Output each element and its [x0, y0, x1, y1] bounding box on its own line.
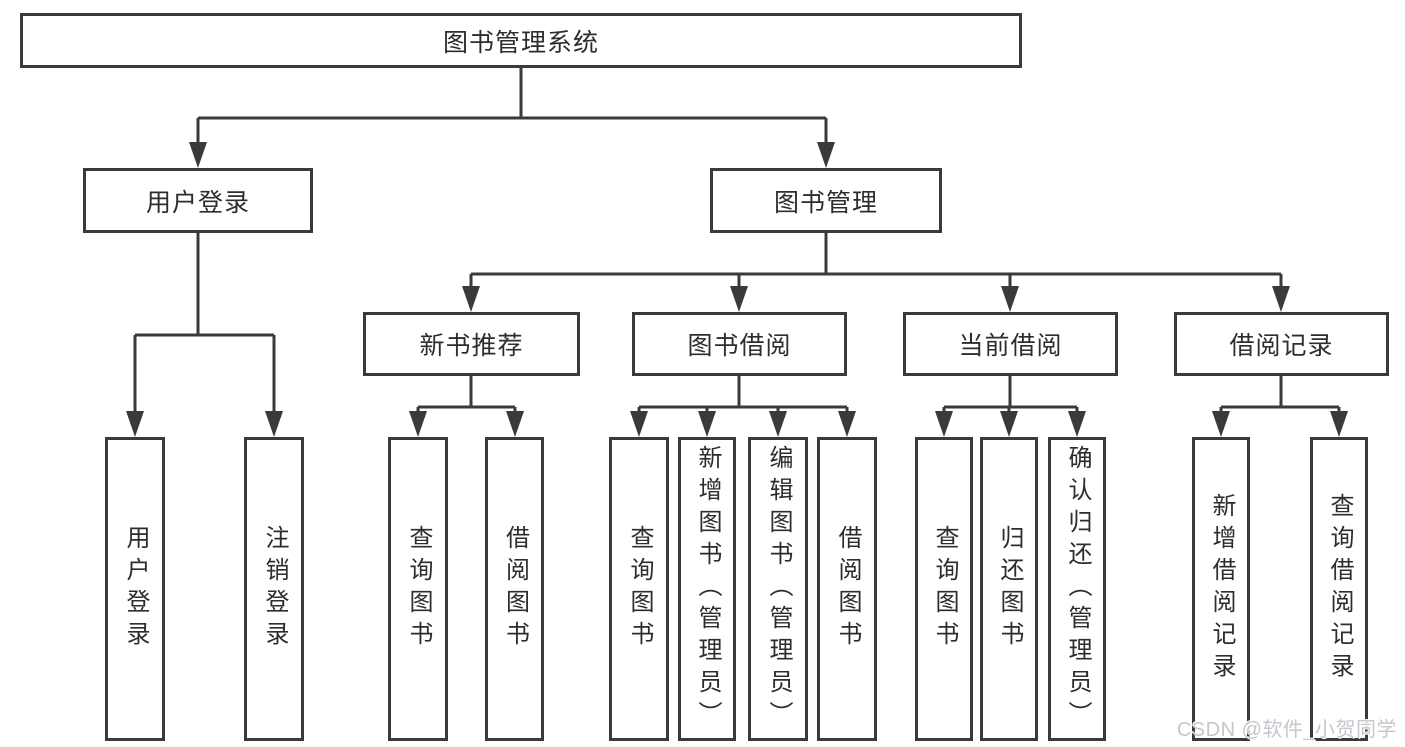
node-borrow-books-borrowing-label: 借阅图书: [834, 525, 861, 653]
node-query-books-borrowing: 查询图书: [609, 437, 669, 741]
node-edit-book-admin: 编辑图书（管理员）: [748, 437, 808, 741]
node-return-books: 归还图书: [980, 437, 1038, 741]
node-query-borrow-record: 查询借阅记录: [1310, 437, 1368, 741]
node-query-books-recommend-label: 查询图书: [405, 525, 432, 653]
node-book-management: 图书管理: [710, 168, 942, 233]
node-query-books-current-label: 查询图书: [931, 525, 958, 653]
node-user-login-action-label: 用户登录: [122, 525, 149, 653]
node-add-borrow-record: 新增借阅记录: [1192, 437, 1250, 741]
node-user-login-label: 用户登录: [145, 188, 250, 217]
connector-new-book-recommend-to-leaves: [409, 376, 524, 437]
connector-borrowing-records-to-leaves: [1212, 376, 1348, 437]
node-query-borrow-record-label: 查询借阅记录: [1326, 493, 1353, 685]
node-add-book-admin-label: 新增图书（管理员）: [694, 445, 721, 733]
node-edit-book-admin-label: 编辑图书（管理员）: [765, 445, 792, 733]
node-current-borrowing: 当前借阅: [903, 312, 1118, 376]
node-confirm-return-admin: 确认归还（管理员）: [1048, 437, 1106, 741]
node-borrowing-records-label: 借阅记录: [1229, 332, 1334, 360]
node-add-book-admin: 新增图书（管理员）: [678, 437, 736, 741]
connector-user-login-to-leaves: [126, 233, 283, 437]
connector-book-management-to-modules: [462, 233, 1290, 312]
csdn-watermark: CSDN @软件_小贺同学: [1176, 719, 1397, 741]
node-borrow-books-borrowing: 借阅图书: [817, 437, 877, 741]
node-book-borrowing: 图书借阅: [632, 312, 847, 376]
node-new-book-recommend-label: 新书推荐: [419, 332, 524, 360]
node-logout-action-label: 注销登录: [261, 525, 288, 653]
node-confirm-return-admin-label: 确认归还（管理员）: [1064, 445, 1091, 733]
node-user-login-action: 用户登录: [105, 437, 165, 741]
node-current-borrowing-label: 当前借阅: [958, 332, 1063, 360]
node-query-books-recommend: 查询图书: [388, 437, 448, 741]
connector-current-borrowing-to-leaves: [935, 376, 1086, 437]
connector-book-borrowing-to-leaves: [630, 376, 856, 437]
node-add-borrow-record-label: 新增借阅记录: [1208, 493, 1235, 685]
node-borrowing-records: 借阅记录: [1174, 312, 1389, 376]
node-new-book-recommend: 新书推荐: [363, 312, 580, 376]
node-query-books-borrowing-label: 查询图书: [626, 525, 653, 653]
node-query-books-current: 查询图书: [915, 437, 973, 741]
node-logout-action: 注销登录: [244, 437, 304, 741]
node-borrow-books-recommend: 借阅图书: [485, 437, 544, 741]
node-user-login: 用户登录: [83, 168, 313, 233]
node-book-borrowing-label: 图书借阅: [687, 332, 792, 360]
node-library-management-system: 图书管理系统: [20, 13, 1022, 68]
node-return-books-label: 归还图书: [996, 525, 1023, 653]
connector-root-to-branches: [189, 68, 835, 168]
node-borrow-books-recommend-label: 借阅图书: [501, 525, 529, 653]
node-library-management-system-label: 图书管理系统: [442, 28, 599, 57]
node-book-management-label: 图书管理: [773, 188, 878, 217]
